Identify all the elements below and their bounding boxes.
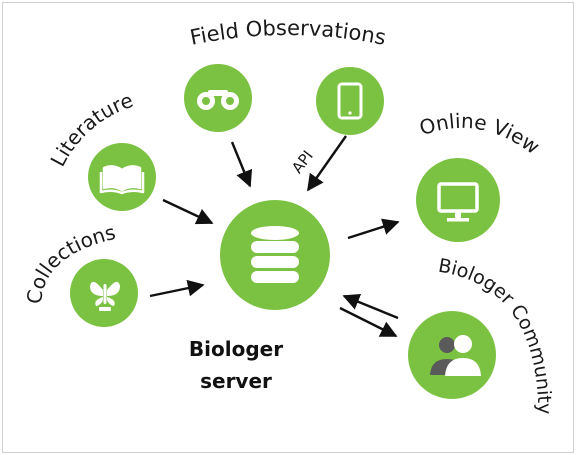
- server-label-line1: Biologer: [189, 337, 283, 361]
- field-observations-text: Field Observations: [188, 16, 388, 50]
- server-node: [220, 200, 330, 310]
- literature-node: [88, 143, 156, 211]
- tablet-icon: [337, 82, 363, 120]
- monitor-icon: [437, 182, 479, 222]
- people-icon: [430, 335, 481, 376]
- online-view-node: [416, 158, 500, 242]
- api-text: API: [288, 147, 317, 177]
- arrow-api-to-server: [307, 135, 347, 192]
- online-view-label: Online View: [416, 109, 544, 159]
- database-circle: [220, 200, 330, 310]
- monitor-circle: [416, 158, 500, 242]
- tablet-node: [316, 67, 384, 135]
- arrow-binoculars-to-server: [230, 141, 253, 188]
- book-icon: [99, 165, 145, 195]
- binoculars-node: [184, 64, 252, 132]
- api-label: API: [288, 147, 317, 177]
- butterfly-icon: [90, 281, 120, 311]
- people-circle: [408, 311, 496, 399]
- community-node: [408, 311, 496, 399]
- field-observations-label: Field Observations: [188, 16, 388, 50]
- arrow-server-to-online: [347, 218, 400, 240]
- online-view-text: Online View: [416, 109, 544, 159]
- database-icon: [251, 226, 299, 283]
- binoculars-icon: [197, 90, 239, 110]
- arrows: [149, 135, 400, 338]
- arrow-server-to-community: [339, 306, 398, 338]
- arrow-literature-to-server: [162, 198, 214, 225]
- binoculars-circle: [184, 64, 252, 132]
- server-label-line2: server: [200, 369, 272, 393]
- tablet-circle: [316, 67, 384, 135]
- arrow-community-to-server: [342, 293, 399, 320]
- collections-node: [70, 259, 138, 327]
- arrow-collections-to-server: [149, 279, 205, 298]
